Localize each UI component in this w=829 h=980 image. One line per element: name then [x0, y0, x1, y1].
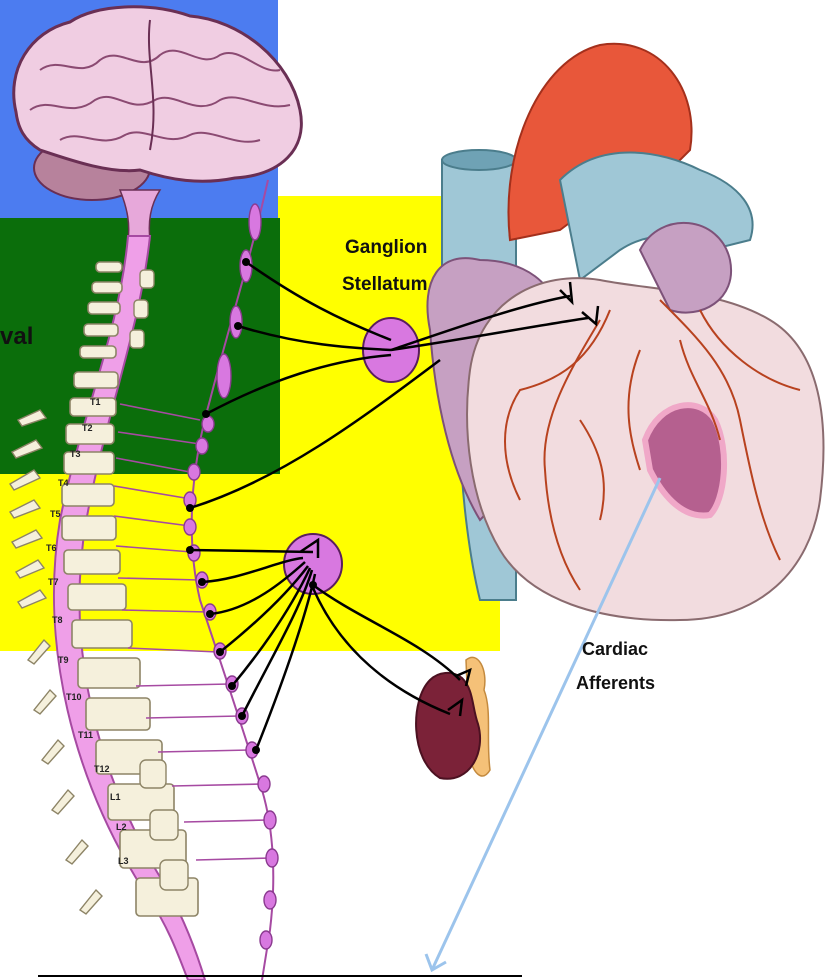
cardiac-label-line2: Afferents — [576, 673, 655, 693]
segment-label-t5: T5 — [50, 509, 61, 519]
segment-label-t9: T9 — [58, 655, 69, 665]
kidney-icon — [416, 657, 490, 778]
segment-label-t3: T3 — [70, 449, 81, 459]
thoracic-region-bg-left — [0, 474, 280, 651]
partial-region-label: val — [0, 323, 33, 350]
segment-label-t2: T2 — [82, 423, 93, 433]
segment-label-t1: T1 — [90, 397, 101, 407]
segment-label-t7: T7 — [48, 577, 59, 587]
segment-label-t8: T8 — [52, 615, 63, 625]
segment-label-l3: L3 — [118, 856, 129, 866]
segment-label-t12: T12 — [94, 764, 110, 774]
ganglion-label-line2: Stellatum — [342, 274, 428, 295]
cardiac-label-line1: Cardiac — [582, 639, 648, 659]
segment-label-t11: T11 — [78, 730, 93, 740]
segment-label-t6: T6 — [46, 543, 57, 553]
segment-label-t4: T4 — [58, 478, 69, 488]
ganglion-label-line1: Ganglion — [345, 237, 427, 258]
heart-icon — [427, 44, 823, 620]
segment-label-l2: L2 — [116, 822, 127, 832]
segment-label-t10: T10 — [66, 692, 82, 702]
segment-label-l1: L1 — [110, 792, 121, 802]
